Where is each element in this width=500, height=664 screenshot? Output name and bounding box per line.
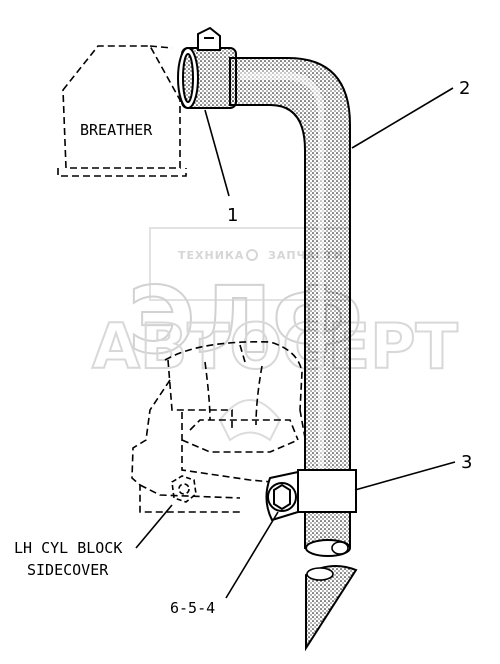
breather xyxy=(57,45,187,177)
hose-clamp xyxy=(265,469,357,522)
callout-part-3: 3 xyxy=(461,452,472,473)
cylinder-block xyxy=(131,341,306,513)
callout-bolt: 6-5-4 xyxy=(170,599,215,617)
leader-lines xyxy=(135,87,456,599)
callout-part-2: 2 xyxy=(459,78,470,99)
callout-part-1: 1 xyxy=(227,205,238,226)
watermark-wide-text: АВТОСЕРТ xyxy=(92,310,458,383)
sidecover-label-line1: LH CYL BLOCK xyxy=(14,539,122,557)
breather-label: BREATHER xyxy=(80,121,153,139)
watermark-emblem xyxy=(218,399,282,442)
watermark-left-text: ТЕХНИКА xyxy=(178,249,244,262)
upper-hose-clamp xyxy=(177,26,237,109)
gear-icon xyxy=(246,249,258,261)
sidecover-nut xyxy=(171,475,197,503)
sidecover-label-line2: SIDECOVER xyxy=(27,561,109,579)
breather-hose xyxy=(229,57,358,652)
watermark: ТЕХНИКА ЗАПЧАСТИ ЭЛФ АВТОСЕРТ xyxy=(91,227,459,442)
